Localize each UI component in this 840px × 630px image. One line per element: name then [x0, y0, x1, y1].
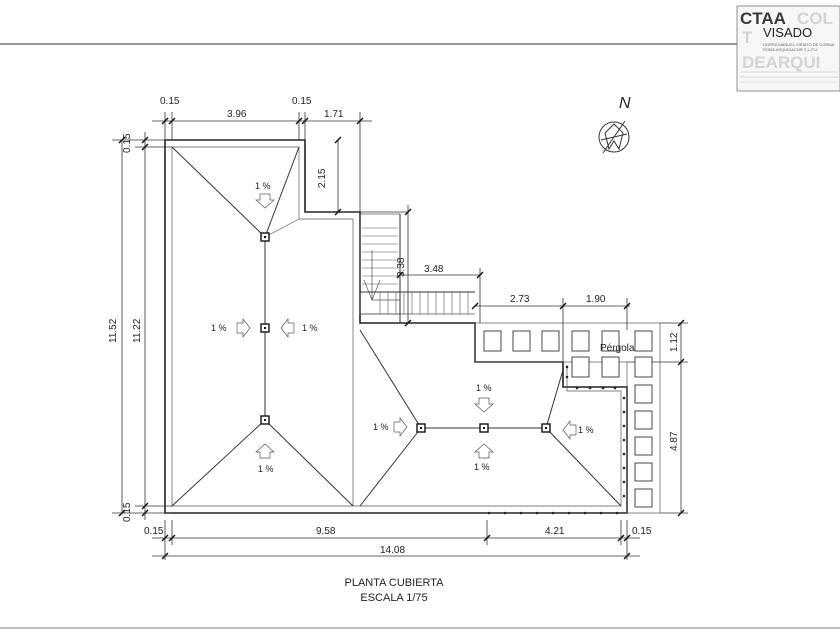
visado-stamp: CTAA COL T VISADO DORRA MANUEL VIRIATO D… [736, 5, 840, 92]
dim-h-3-48: 3.48 [424, 264, 444, 275]
dim-bot-0-15-b: 0.15 [632, 526, 652, 537]
dim-left-0-15-top: 0.15 [122, 133, 133, 153]
drain [479, 423, 489, 433]
dim-v-1-12: 1.12 [669, 332, 680, 352]
dim-top-3-96: 3.96 [227, 109, 247, 120]
slope-label: 1 % [474, 462, 490, 472]
arrow-right-icon [393, 416, 408, 438]
drain [260, 232, 270, 242]
stamp-org-a: CTAA [740, 9, 786, 28]
stamp-watermark: DEARQUI [742, 53, 820, 72]
north-arrow: N [598, 95, 631, 154]
slope-label: 1 % [373, 422, 389, 432]
dim-top-1-71: 1.71 [324, 109, 344, 120]
arrow-up-icon [255, 443, 275, 459]
dim-h-2-73: 2.73 [510, 294, 530, 305]
dim-left-11-22: 11.22 [132, 318, 143, 343]
dim-bot-0-15-a: 0.15 [144, 526, 164, 537]
slope-arrows: 1 % 1 % 1 % 1 % 1 % 1 % 1 % 1 % [211, 181, 594, 474]
caption-scale: ESCALA 1/75 [360, 592, 427, 604]
caption-title: PLANTA CUBIERTA [344, 577, 444, 589]
dim-top-0-15-b: 0.15 [292, 96, 312, 107]
slope-label: 1 % [302, 323, 318, 333]
dim-left-11-52: 11.52 [108, 318, 119, 343]
compass-circle [598, 121, 630, 153]
north-label: N [619, 95, 631, 112]
stamp-line2: ROMA ARQUIDACOR S.L.P.U. [763, 47, 818, 52]
slope-label: 1 % [211, 323, 227, 333]
stamp-status: VISADO [763, 25, 812, 40]
dim-v-3-38: 3.38 [396, 257, 407, 277]
arrow-up-icon [474, 443, 494, 459]
dim-top-0-15-a: 0.15 [160, 96, 180, 107]
staircase [359, 213, 475, 323]
drain [260, 323, 270, 333]
stamp-line1: DORRA MANUEL VIRIATO DE DORMA [763, 42, 835, 47]
hip-lines-right [359, 329, 622, 507]
drain [260, 415, 270, 425]
dimension-texts: 0.15 3.96 0.15 1.71 2.15 3.38 3.48 2.73 … [108, 96, 680, 556]
dim-v-2-15: 2.15 [317, 168, 328, 188]
drain [416, 423, 426, 433]
drain [541, 423, 551, 433]
stamp-org-b: COL [797, 9, 833, 28]
dim-h-1-90: 1.90 [586, 294, 606, 305]
dimension-lines [112, 112, 688, 560]
slope-label: 1 % [476, 383, 492, 393]
arrow-down-icon [474, 397, 494, 413]
arrow-left-icon [280, 317, 295, 339]
roof-drains [260, 232, 551, 433]
pergola-label: Pérgola [600, 343, 635, 354]
dim-bot-9-58: 9.58 [316, 526, 336, 537]
slope-label: 1 % [578, 425, 594, 435]
roof-outline [164, 139, 628, 514]
stamp-ghost-letter: T [742, 28, 753, 47]
arrow-left-icon [562, 419, 577, 441]
dim-bot-14-08: 14.08 [380, 545, 405, 556]
drawing-caption: PLANTA CUBIERTA ESCALA 1/75 [344, 577, 444, 604]
arrow-right-icon [236, 317, 251, 339]
dim-left-0-15-bot: 0.15 [122, 502, 133, 522]
dim-v-4-87: 4.87 [669, 431, 680, 451]
slope-label: 1 % [255, 181, 271, 191]
arrow-down-icon [255, 193, 275, 209]
pergola: Pérgola [474, 322, 661, 515]
slope-label: 1 % [258, 464, 274, 474]
dim-bot-4-21: 4.21 [545, 526, 565, 537]
dimension-ticks [118, 117, 685, 560]
